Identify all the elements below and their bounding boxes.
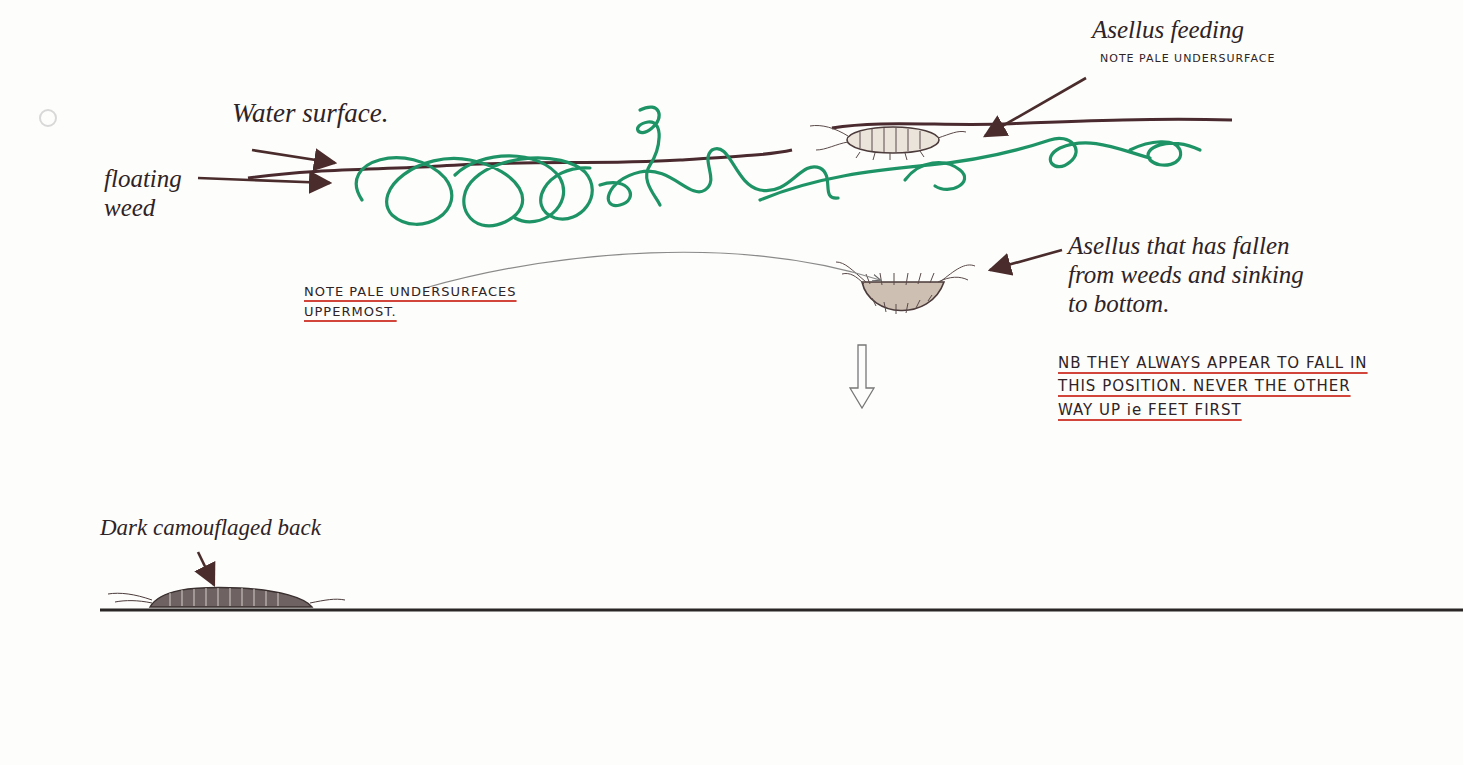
weed-label: floating weed bbox=[104, 165, 196, 223]
sinking-label: Asellus that has fallen from weeds and s… bbox=[1068, 232, 1318, 318]
pointer-arrow bbox=[198, 78, 1086, 585]
note-text: NOTE PALE UNDERSURFACES UPPERMOST. bbox=[304, 282, 549, 322]
floating-weed bbox=[356, 107, 1200, 226]
asellus-bottom bbox=[108, 588, 345, 607]
feeding-label: Asellus feeding bbox=[1092, 16, 1352, 45]
asellus-sinking bbox=[836, 262, 975, 314]
punch-hole bbox=[40, 110, 56, 126]
pond-bottom-line bbox=[100, 609, 1463, 612]
note-text: NOTE PALE UNDERSURFACE bbox=[1100, 50, 1360, 67]
sinking-arrow bbox=[850, 345, 874, 408]
asellus-feeding bbox=[810, 125, 966, 160]
nb-note: NB THEY ALWAYS APPEAR TO FALL IN THIS PO… bbox=[1058, 352, 1388, 422]
surface-label: Water surface. bbox=[232, 98, 402, 129]
leader-line bbox=[425, 252, 880, 288]
back-label: Dark camouflaged back bbox=[100, 515, 380, 541]
